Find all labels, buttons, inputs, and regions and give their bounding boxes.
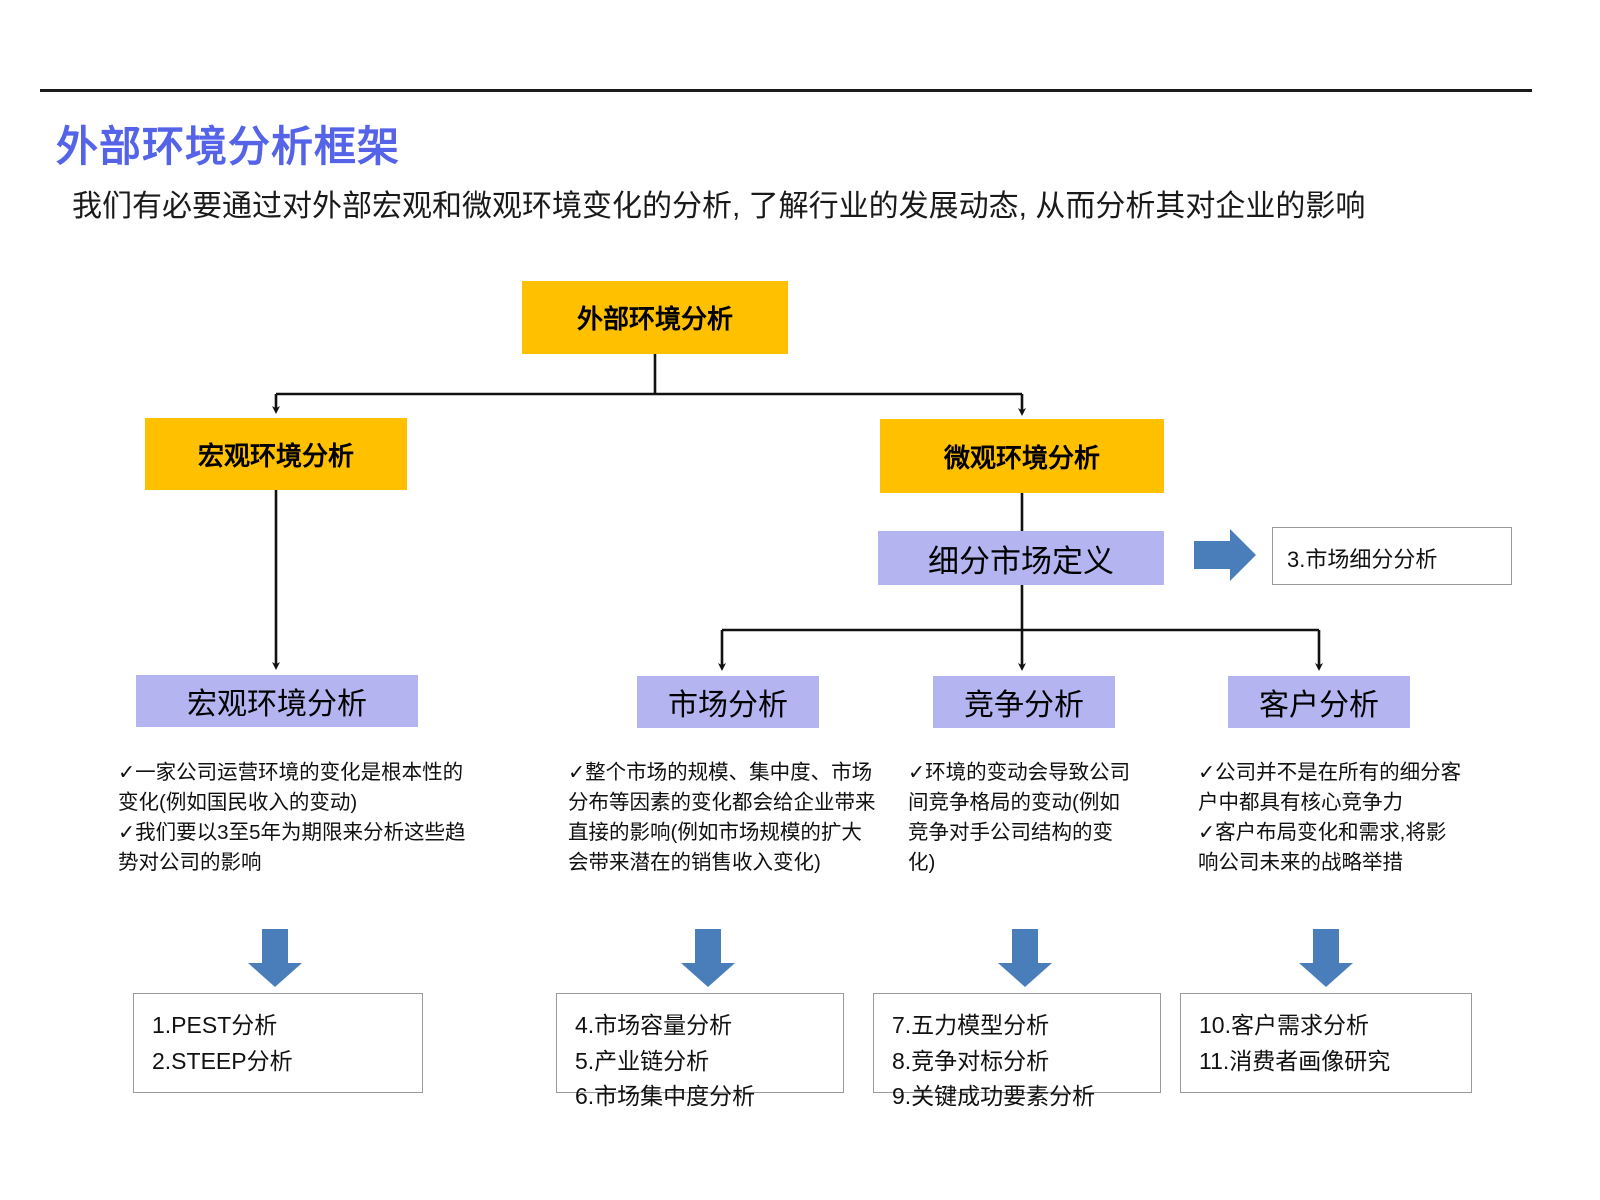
box-micro-environment-branch[interactable]: 微观环境分析 [880,419,1164,493]
description-market: ✓整个市场的规模、集中度、市场分布等因素的变化都会给企业带来直接的影响(例如市场… [568,758,878,879]
box-category-market[interactable]: 市场分析 [637,676,819,728]
down-arrow-icon [998,929,1052,987]
box-segment-definition[interactable]: 细分市场定义 [878,531,1164,585]
outputs-market[interactable]: 4.市场容量分析 5.产业链分析 6.市场集中度分析 [556,993,844,1109]
output-item: 9.关键成功要素分析 [892,1083,1096,1110]
header-divider [40,89,1532,92]
bullet-item: ✓客户布局变化和需求,将影响公司未来的战略举措 [1198,821,1447,875]
outputs-macro-environment[interactable]: 1.PEST分析 2.STEEP分析 [133,993,423,1093]
output-item: 8.竞争对标分析 [892,1047,1050,1074]
output-item: 10.客户需求分析 [1199,1012,1369,1038]
bullet-item: ✓公司并不是在所有的细分客户中都具有核心竞争力 [1198,761,1462,815]
right-arrow-icon [1194,529,1256,581]
down-arrow-icon [1299,929,1353,987]
down-arrow-icon [681,929,735,987]
bullet-item: ✓整个市场的规模、集中度、市场分布等因素的变化都会给企业带来直接的影响(例如市场… [568,761,876,875]
page-title: 外部环境分析框架 [56,123,401,170]
description-macro-environment: ✓一家公司运营环境的变化是根本性的变化(例如国民收入的变动) ✓我们要以3至5年… [118,758,473,879]
output-item: 5.产业链分析 [575,1047,710,1074]
bullet-item: ✓环境的变动会导致公司间竞争格局的变动(例如竞争对手公司结构的变化) [908,761,1131,875]
down-arrow-icon [248,929,302,987]
output-item: 4.市场容量分析 [575,1012,733,1038]
box-category-macro-environment[interactable]: 宏观环境分析 [136,675,418,727]
output-item: 6.市场集中度分析 [575,1083,756,1110]
output-item: 11.消费者画像研究 [1199,1047,1391,1074]
box-category-customer[interactable]: 客户分析 [1228,676,1410,728]
output-item: 1.PEST分析 [152,1012,278,1038]
output-item: 2.STEEP分析 [152,1047,293,1074]
bullet-item: ✓我们要以3至5年为期限来分析这些趋势对公司的影响 [118,821,466,875]
outputs-competition[interactable]: 7.五力模型分析 8.竞争对标分析 9.关键成功要素分析 [873,993,1161,1109]
page-subtitle: 我们有必要通过对外部宏观和微观环境变化的分析, 了解行业的发展动态, 从而分析其… [72,190,1366,223]
description-competition: ✓环境的变动会导致公司间竞争格局的变动(例如竞争对手公司结构的变化) [908,758,1138,879]
box-category-competition[interactable]: 竞争分析 [933,676,1115,728]
output-item: 7.五力模型分析 [892,1012,1050,1038]
outputs-customer[interactable]: 10.客户需求分析 11.消费者画像研究 [1180,993,1472,1093]
box-market-segmentation-output[interactable]: 3.市场细分分析 [1272,527,1512,585]
box-macro-environment-branch[interactable]: 宏观环境分析 [145,418,407,490]
description-customer: ✓公司并不是在所有的细分客户中都具有核心竞争力 ✓客户布局变化和需求,将影响公司… [1198,758,1463,879]
box-external-environment-analysis[interactable]: 外部环境分析 [522,281,788,354]
bullet-item: ✓一家公司运营环境的变化是根本性的变化(例如国民收入的变动) [118,761,464,815]
